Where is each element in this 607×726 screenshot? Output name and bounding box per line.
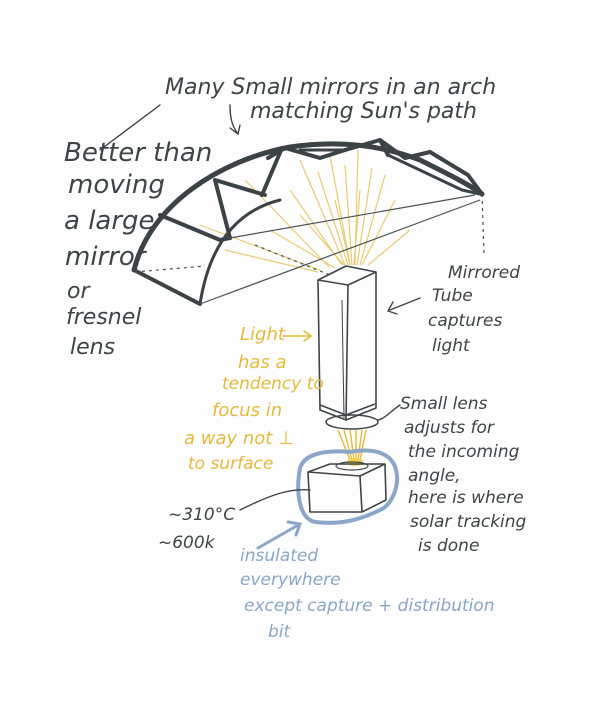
insulation-note-line2: everywhere: [240, 572, 341, 590]
lens-note-line5: here is where: [408, 490, 524, 508]
better-than-line6: fresnel: [66, 306, 141, 329]
focused-light: [338, 430, 366, 460]
lens-note-line7: is done: [418, 538, 479, 556]
temperature-kelvin: ~600k: [158, 535, 215, 553]
better-than-line7: lens: [70, 336, 115, 359]
tube-note-line1: Mirrored: [448, 265, 520, 283]
temperature-celsius: ~310°C: [168, 507, 235, 525]
insulation-arrow: [258, 522, 300, 548]
insulation-note-line4: bit: [268, 624, 290, 642]
light-rays: [200, 150, 410, 272]
lens-note-line2: adjusts for: [404, 420, 494, 438]
better-than-line3: a large: [64, 208, 155, 235]
light-note-line2: has a: [238, 354, 287, 373]
light-arrow: [283, 331, 311, 341]
better-than-line1: Better than: [64, 140, 212, 167]
arch-note-line2: matching Sun's path: [250, 100, 477, 123]
light-note-line1: Light: [240, 326, 285, 345]
tube-note-line4: light: [432, 338, 470, 356]
light-note-line6: to surface: [188, 456, 273, 474]
lens-note-line4: angle,: [408, 468, 461, 486]
tube-note-line2: Tube: [432, 288, 473, 306]
insulation-note-line1: insulated: [240, 548, 318, 566]
mirrored-tube: [318, 266, 376, 420]
lens-note-line3: the incoming: [408, 444, 519, 462]
better-than-line2: moving: [68, 172, 165, 199]
insulation-note-line3: except capture + distribution: [244, 598, 495, 616]
tube-note-line3: captures: [428, 313, 502, 331]
arch-note-line1: Many Small mirrors in an arch: [165, 76, 496, 99]
lens-note-line1: Small lens: [400, 396, 487, 414]
light-note-line4: focus in: [212, 402, 282, 421]
receiver-box: [308, 464, 386, 512]
better-than-line5: or: [67, 280, 90, 303]
better-than-line4: mirror: [65, 244, 146, 271]
lens-note-line6: solar tracking: [410, 514, 526, 532]
light-note-line5: a way not ⊥: [184, 430, 294, 449]
light-note-line3: tendency to: [222, 376, 324, 394]
